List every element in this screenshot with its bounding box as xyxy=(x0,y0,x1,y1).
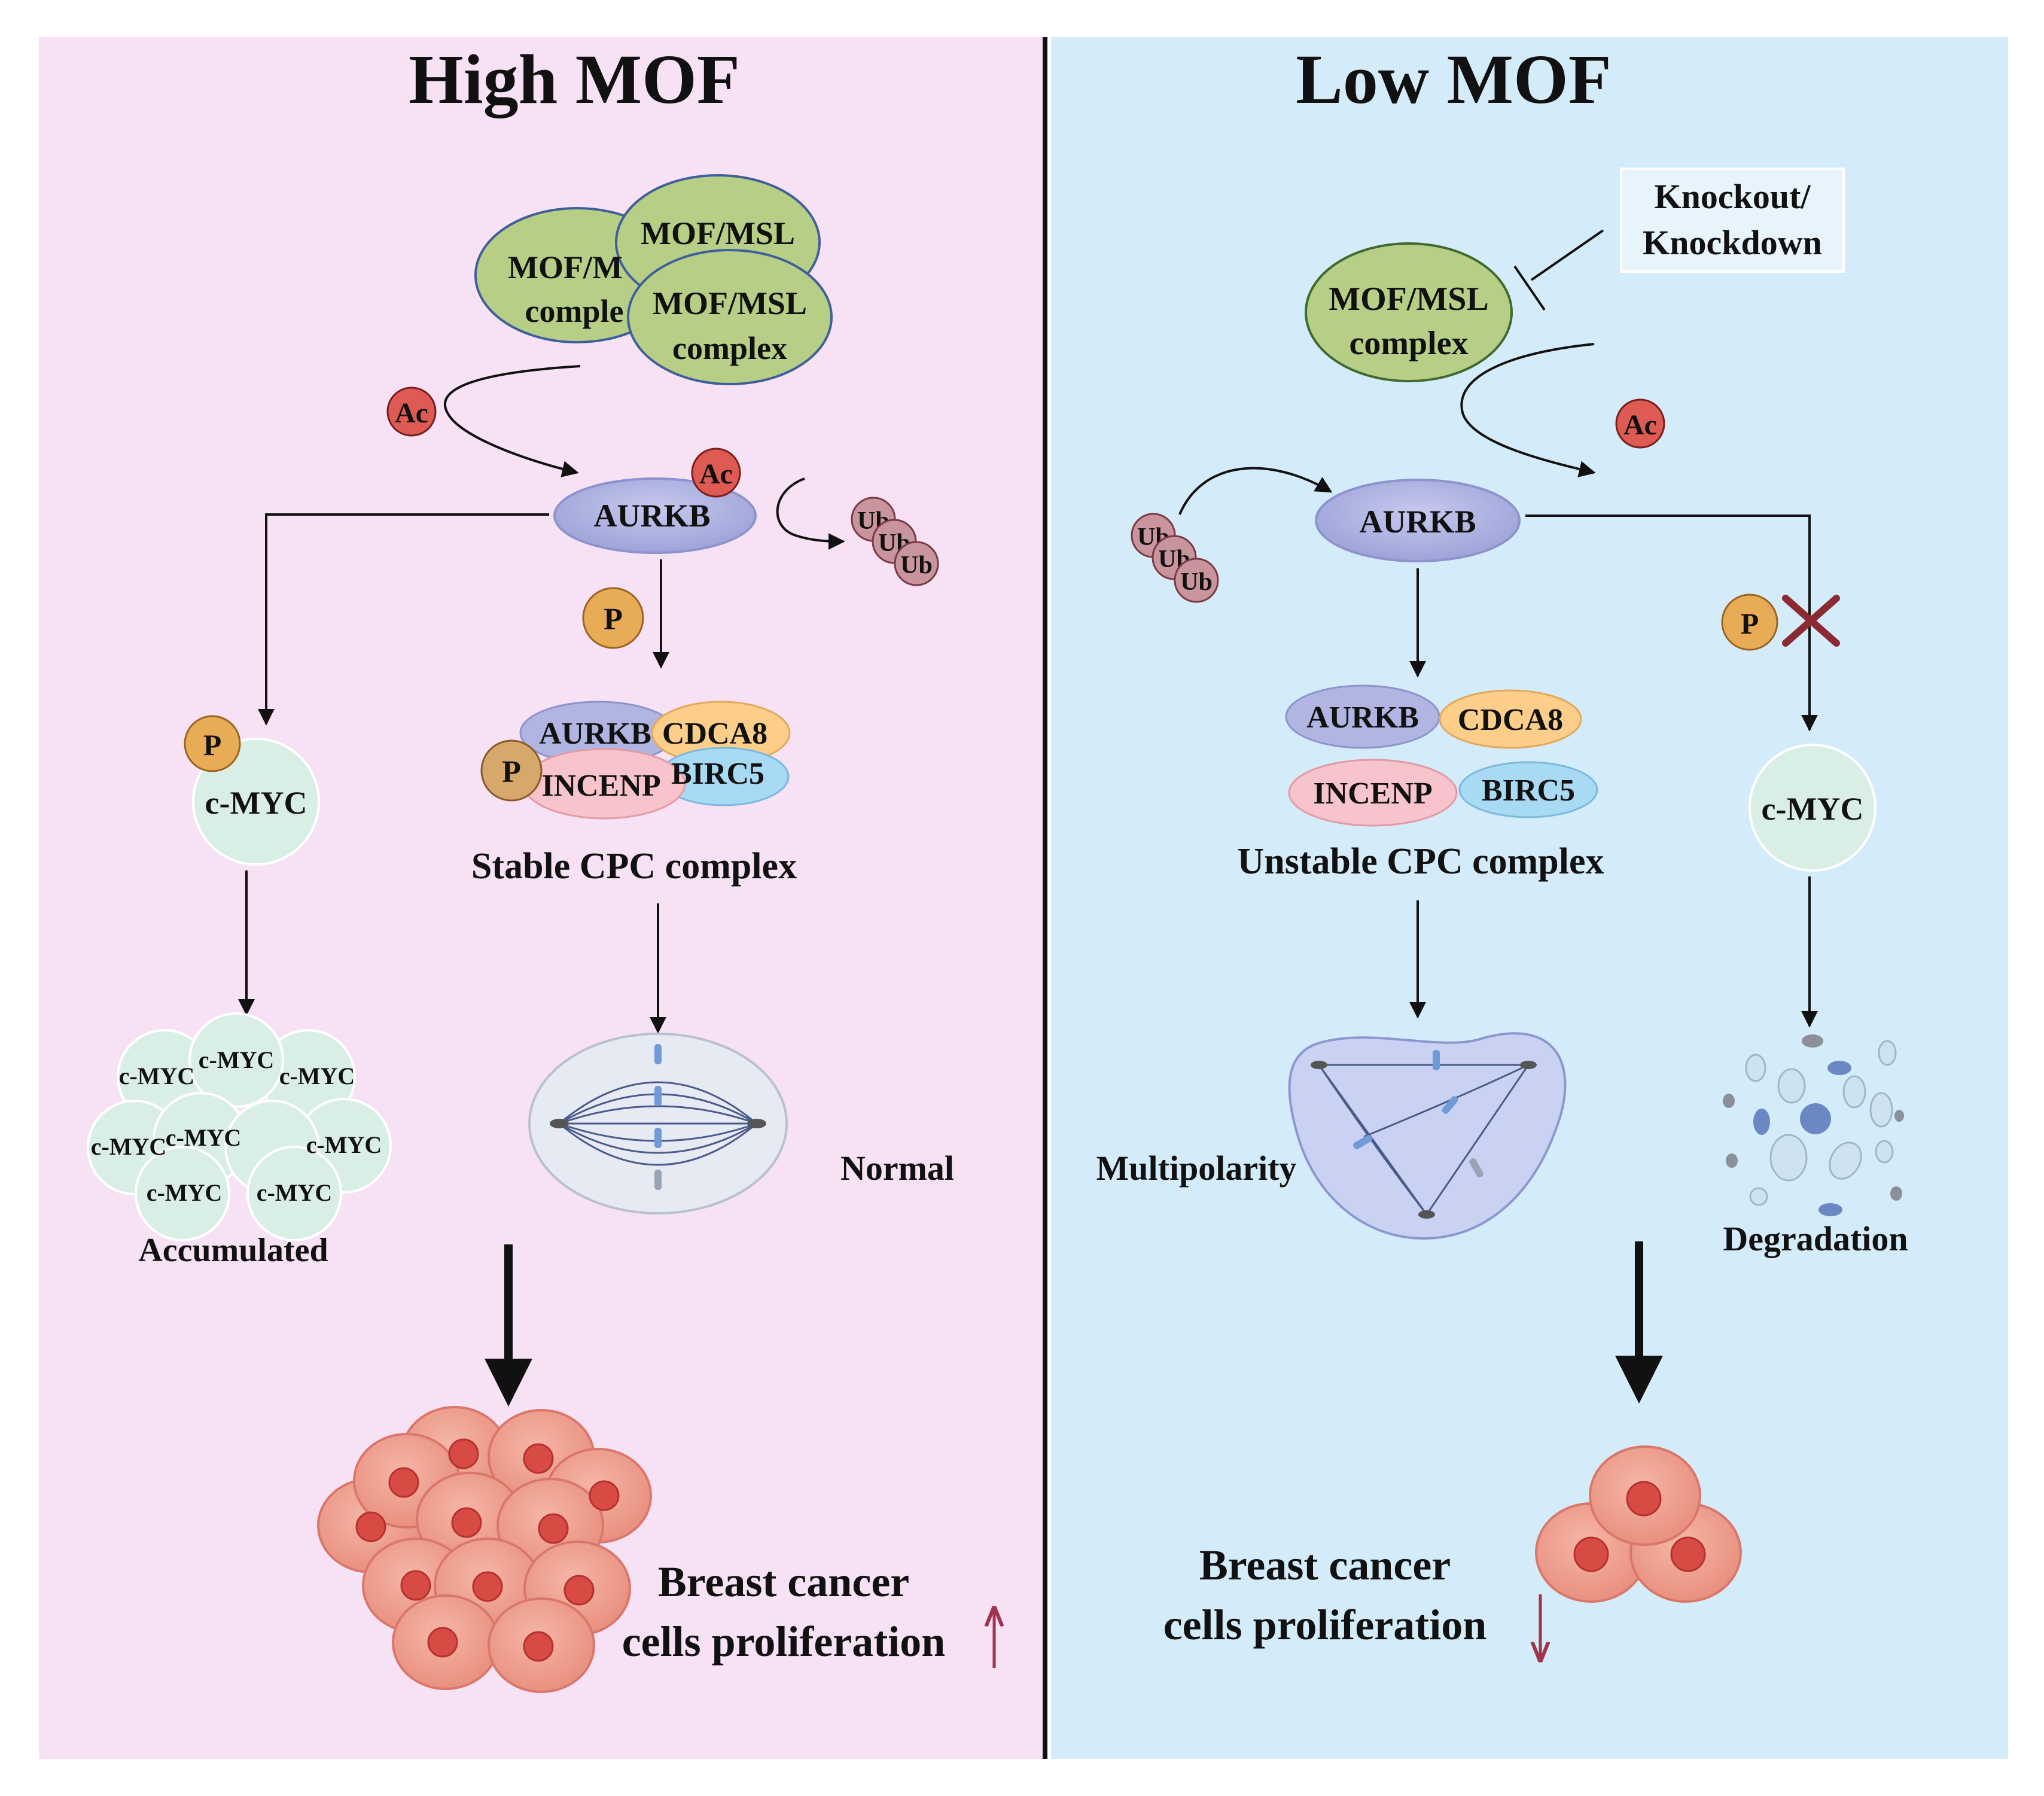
svg-text:c-MYC: c-MYC xyxy=(279,1063,355,1089)
svg-text:c-MYC: c-MYC xyxy=(205,785,307,821)
blocked-cross-icon xyxy=(1782,595,1840,647)
complex-mid-label: MOF/MSL xyxy=(641,215,795,251)
cpc-aurkb-label: AURKB xyxy=(539,717,651,751)
cmyc-node-right: c-MYC xyxy=(1748,744,1877,872)
svg-text:c-MYC: c-MYC xyxy=(199,1046,275,1073)
ac-badge-right: Ac xyxy=(1615,398,1665,449)
svg-text:c-MYC: c-MYC xyxy=(147,1179,223,1206)
cpc-incenp-label: INCENP xyxy=(541,769,660,803)
complex-back-label-2: comple xyxy=(525,293,624,329)
left-outcome-line2: cells proliferation xyxy=(622,1618,946,1666)
right-outcome-line1: Breast cancer xyxy=(1199,1541,1451,1589)
knockout-box xyxy=(1620,168,1845,273)
ubiquitin-chain: Ub Ub Ub xyxy=(851,497,939,586)
svg-text:Ac: Ac xyxy=(1623,409,1657,441)
svg-text:c-MYC: c-MYC xyxy=(257,1179,333,1206)
svg-text:Ac: Ac xyxy=(395,397,428,429)
knockout-label-1: Knockout/ xyxy=(1654,177,1811,216)
ac-badge: Ac xyxy=(386,386,437,437)
svg-text:c-MYC: c-MYC xyxy=(119,1063,195,1089)
multipolarity-label: Multipolarity xyxy=(1096,1149,1296,1188)
cpc-birc5-label-right: BIRC5 xyxy=(1482,774,1575,808)
cmyc-node: c-MYC xyxy=(192,738,320,866)
cpc-aurkb-label-right: AURKB xyxy=(1306,701,1419,735)
complex-back-label-1: MOF/M xyxy=(508,249,623,285)
left-panel-title: High MOF xyxy=(409,40,740,118)
svg-text:AURKB: AURKB xyxy=(1359,504,1476,540)
knockout-label-2: Knockdown xyxy=(1643,223,1822,262)
svg-text:c-MYC: c-MYC xyxy=(166,1124,242,1151)
svg-text:P: P xyxy=(604,602,623,637)
ubiquitin-chain-right: Ub Ub Ub xyxy=(1131,513,1219,603)
inhibition-line xyxy=(1530,229,1604,281)
ubiquitination-arrow xyxy=(1178,467,1333,515)
svg-text:AURKB: AURKB xyxy=(593,498,710,534)
inhibition-bar xyxy=(1513,265,1546,311)
mof-msl-complex-stack: MOF/M comple MOF/MSL MOF/MSL complex xyxy=(474,174,833,385)
accumulated-cmyc-cluster xyxy=(87,1012,392,1241)
unstable-cpc-label: Unstable CPC complex xyxy=(1237,841,1604,882)
phospho-badge-right: P xyxy=(1721,593,1778,651)
right-panel-bg xyxy=(1051,37,2008,1759)
right-outcome-line2: cells proliferation xyxy=(1163,1601,1487,1649)
normal-label: Normal xyxy=(840,1149,954,1188)
cpc-incenp-label-right: INCENP xyxy=(1313,777,1432,811)
mof-msl-complex: MOF/MSL complex xyxy=(1305,242,1513,382)
aurkb-to-cmyc-arrow xyxy=(258,513,549,726)
cmyc-phospho-badge: P xyxy=(184,715,241,772)
svg-text:P: P xyxy=(203,728,222,762)
ubiquitin-loop-arrow xyxy=(776,477,845,550)
cpc-cdca8-label-right: CDCA8 xyxy=(1458,703,1563,737)
svg-text:Ub: Ub xyxy=(1180,568,1213,596)
accumulated-cmyc-labels: c-MYC c-MYC c-MYC c-MYC c-MYC c-MYC c-MY… xyxy=(91,1046,382,1206)
left-outcome-line1: Breast cancer xyxy=(658,1558,910,1606)
complex-front-label-1: MOF/MSL xyxy=(653,285,807,321)
accumulated-label: Accumulated xyxy=(138,1232,328,1269)
multipolar-spindle-icon xyxy=(1288,1032,1567,1240)
svg-text:c-MYC: c-MYC xyxy=(306,1131,382,1158)
degradation-label: Degradation xyxy=(1723,1219,1908,1258)
svg-text:c-MYC: c-MYC xyxy=(91,1133,167,1160)
unstable-cpc-complex: AURKB CDCA8 INCENP BIRC5 xyxy=(1285,684,1598,827)
svg-text:Ac: Ac xyxy=(699,458,733,490)
normal-spindle-icon xyxy=(528,1033,788,1214)
aurkb-node: AURKB xyxy=(553,477,757,554)
stable-cpc-complex: AURKB CDCA8 BIRC5 INCENP P xyxy=(480,701,791,820)
degradation-fragments-icon xyxy=(1723,1034,1904,1216)
phospho-badge: P xyxy=(582,587,644,649)
svg-text:c-MYC: c-MYC xyxy=(1762,791,1864,827)
proliferating-cells-cluster xyxy=(317,1406,652,1693)
complex-front-label-2: complex xyxy=(672,330,787,366)
ac-badge-on-aurkb: Ac xyxy=(691,448,741,498)
svg-text:P: P xyxy=(1741,607,1759,640)
acetylation-arrow xyxy=(443,365,581,477)
svg-text:Ub: Ub xyxy=(900,552,933,579)
aurkb-node-right: AURKB xyxy=(1315,479,1521,562)
svg-text:MOF/MSL: MOF/MSL xyxy=(1329,281,1489,318)
few-cells-cluster xyxy=(1535,1445,1742,1603)
right-panel-title: Low MOF xyxy=(1296,40,1612,118)
failed-acetylation-arrow xyxy=(1460,343,1596,477)
svg-text:complex: complex xyxy=(1349,325,1468,362)
cpc-cdca8-label: CDCA8 xyxy=(662,717,767,751)
svg-text:P: P xyxy=(502,755,521,789)
stable-cpc-label: Stable CPC complex xyxy=(471,846,797,887)
aurkb-to-cmyc-blocked-arrow xyxy=(1525,515,1818,732)
cpc-birc5-label: BIRC5 xyxy=(671,757,764,791)
